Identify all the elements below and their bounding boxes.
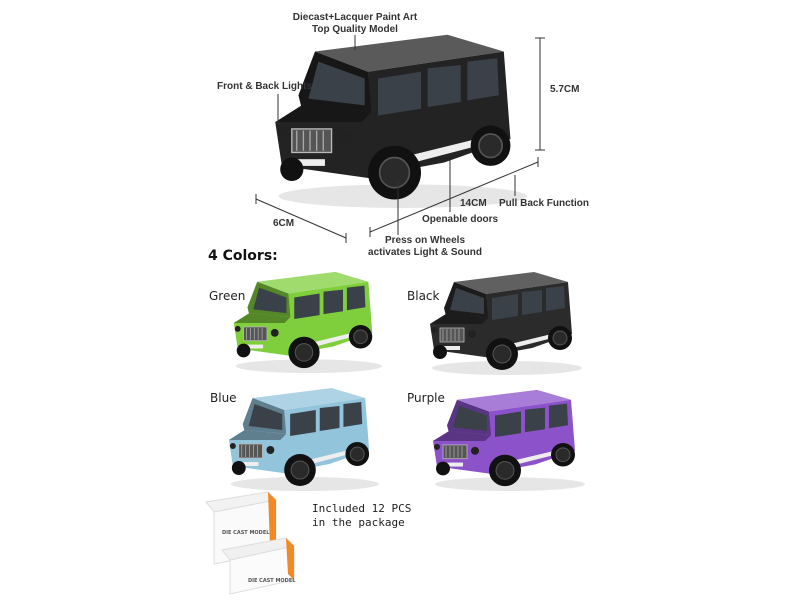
- variant-name-green: Green: [209, 289, 246, 303]
- car-image-black: [430, 272, 582, 375]
- pull-back-callout: Pull Back Function: [499, 198, 590, 209]
- box-front: DIE CAST MODEL: [221, 537, 296, 595]
- box-label: DIE CAST MODEL: [248, 578, 296, 584]
- doors-callout: Openable doors: [422, 214, 499, 225]
- variant-name-purple: Purple: [407, 391, 445, 405]
- variant-name-black: Black: [407, 289, 440, 303]
- package-info: Included 12 PCS in the package: [312, 502, 411, 530]
- package-info-line1: Included 12 PCS: [312, 502, 412, 515]
- car-image-blue: [228, 388, 379, 491]
- material-callout: Diecast+Lacquer Paint Art Top Quality Mo…: [290, 12, 420, 36]
- lights-callout: Front & Back Lights: [217, 81, 313, 92]
- wheels-callout: Press on Wheels activates Light & Sound: [360, 235, 490, 259]
- main-car-image: [275, 34, 527, 208]
- wheels-callout-line1: Press on Wheels: [384, 235, 466, 246]
- car-image-green: [233, 271, 382, 374]
- height-dimension: 5.7CM: [550, 84, 580, 95]
- wheels-callout-line2: activates Light & Sound: [368, 247, 482, 258]
- box-label: DIE CAST MODEL: [222, 530, 270, 536]
- width-dimension: 6CM: [273, 218, 295, 229]
- package-boxes-image: DIE CAST MODEL DIE CAST MODEL: [205, 491, 296, 595]
- variant-name-blue: Blue: [210, 391, 237, 405]
- car-image-purple: [433, 389, 585, 492]
- length-dimension: 14CM: [460, 198, 487, 209]
- colors-heading: 4 Colors:: [208, 248, 278, 264]
- package-info-line2: in the package: [312, 516, 405, 529]
- material-callout-line2: Top Quality Model: [312, 24, 398, 35]
- material-callout-line1: Diecast+Lacquer Paint Art: [292, 12, 418, 23]
